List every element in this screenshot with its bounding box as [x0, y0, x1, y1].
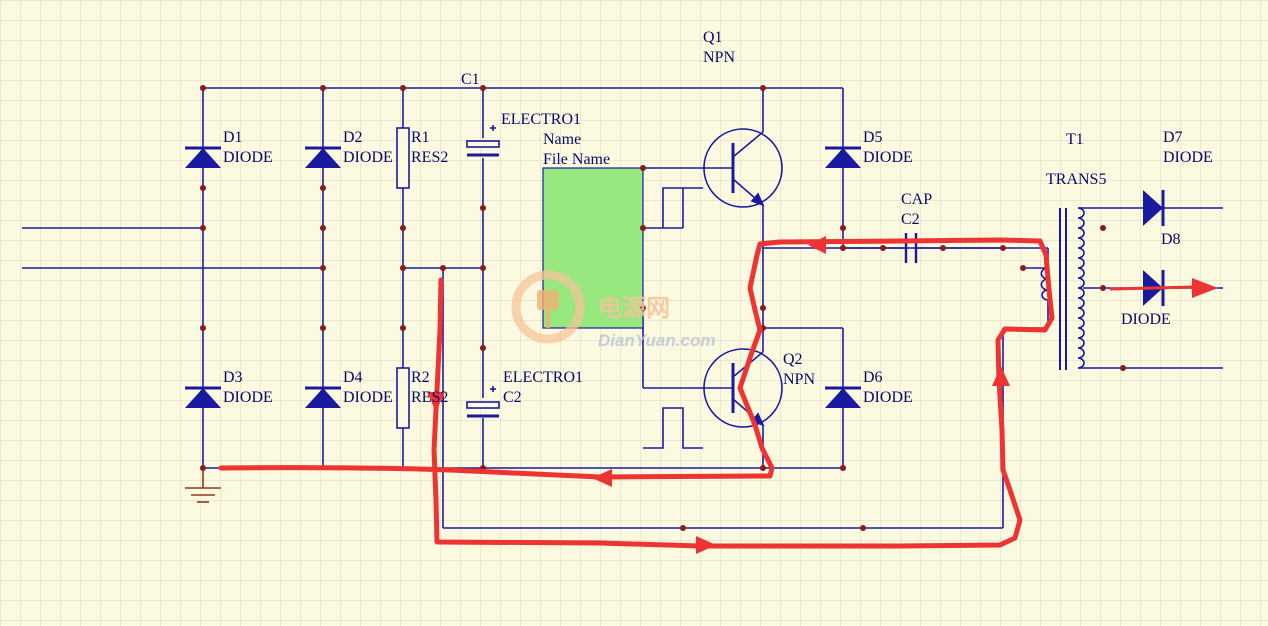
label-d1-type: DIODE — [223, 149, 273, 166]
label-electro1-top: ELECTRO1 — [501, 111, 581, 128]
label-module-name: Name — [543, 131, 581, 148]
diode-d4 — [305, 386, 341, 408]
arrow-left-bottom-icon — [592, 469, 612, 487]
label-d6-name: D6 — [863, 369, 883, 386]
label-q2-type: NPN — [783, 371, 815, 388]
arrow-up-icon — [992, 366, 1010, 386]
output-arrow — [1109, 278, 1218, 298]
green-module-block — [542, 167, 644, 329]
label-d3-type: DIODE — [223, 389, 273, 406]
label-d4-name: D4 — [343, 369, 363, 386]
transformer-t1 — [1040, 207, 1085, 370]
label-t1-type: TRANS5 — [1046, 171, 1106, 188]
ground-icon — [185, 468, 221, 503]
component-labels: Q1 NPN C1 ELECTRO1 Name File Name D1 DIO… — [223, 29, 1213, 406]
resistor-r2 — [396, 367, 410, 429]
label-d2-type: DIODE — [343, 149, 393, 166]
watermark: 电源网 DianYuan.com — [511, 270, 715, 350]
capacitor-c2 — [904, 233, 1003, 263]
label-q1-name: Q1 — [703, 29, 723, 46]
label-r2-name: R2 — [411, 369, 430, 386]
label-q2-name: Q2 — [783, 351, 803, 368]
diode-d6 — [825, 386, 861, 408]
label-d5-type: DIODE — [863, 149, 913, 166]
diode-d2 — [305, 146, 341, 168]
label-d7-name: D7 — [1163, 129, 1183, 146]
label-r1-type: RES2 — [411, 149, 448, 166]
current-path-annotation — [218, 237, 1055, 549]
resistor-r1 — [396, 127, 410, 189]
label-r2-type: RES2 — [411, 389, 448, 406]
label-q1-type: NPN — [703, 49, 735, 66]
arrow-right-bottom-icon — [696, 536, 716, 554]
label-electro1-bottom: ELECTRO1 — [503, 369, 583, 386]
label-cap-type: CAP — [901, 191, 932, 208]
label-d6-type: DIODE — [863, 389, 913, 406]
electrolytic-cap-c2 — [466, 386, 500, 418]
electrolytic-cap-c1 — [466, 125, 500, 157]
label-d7-type: DIODE — [1163, 149, 1213, 166]
label-diode-right: DIODE — [1121, 311, 1171, 328]
label-d5-name: D5 — [863, 129, 883, 146]
arrow-left-top-icon — [808, 236, 826, 254]
watermark-brand: 电源网 — [598, 295, 670, 322]
diode-d5 — [825, 146, 861, 168]
diode-d3 — [185, 386, 221, 408]
label-d3-name: D3 — [223, 369, 243, 386]
watermark-logo-icon — [511, 270, 585, 344]
label-d4-type: DIODE — [343, 389, 393, 406]
red-arrowheads — [427, 236, 1010, 554]
label-t1-name: T1 — [1066, 131, 1084, 148]
label-d8-name: D8 — [1161, 231, 1181, 248]
transistor-q1 — [703, 128, 783, 208]
arrow-down-icon — [427, 392, 445, 412]
label-c2-electro-name: C2 — [503, 389, 522, 406]
label-module-file: File Name — [543, 151, 610, 168]
diode-d7 — [1143, 190, 1165, 226]
label-c2-cap-name: C2 — [901, 211, 920, 228]
watermark-site: DianYuan.com — [598, 331, 715, 350]
label-r1-name: R1 — [411, 129, 430, 146]
label-d2-name: D2 — [343, 129, 363, 146]
label-d1-name: D1 — [223, 129, 243, 146]
label-c1-name: C1 — [461, 71, 480, 88]
arrow-right-output-icon — [1192, 278, 1218, 298]
diode-d1 — [185, 146, 221, 168]
